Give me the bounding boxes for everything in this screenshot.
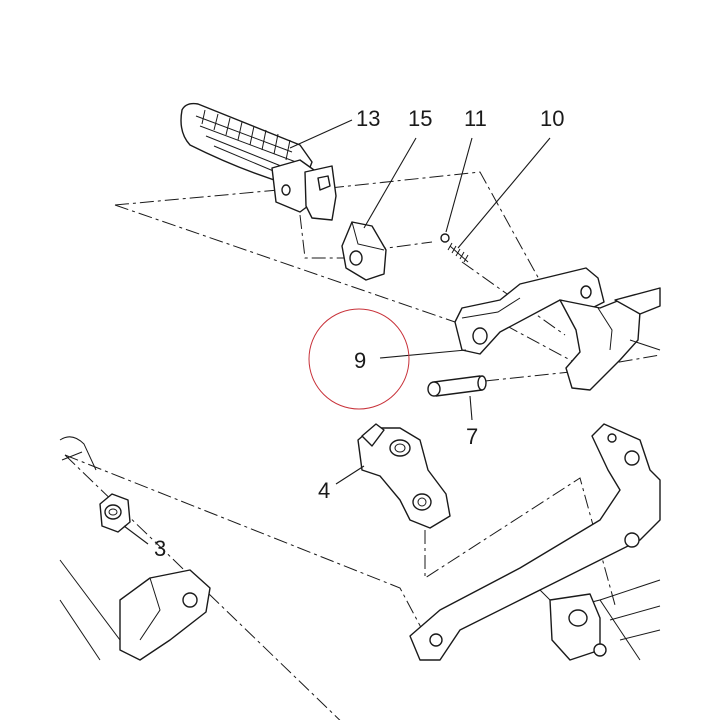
label-9: 9	[354, 348, 366, 373]
label-11: 11	[464, 106, 487, 131]
leader-lines	[123, 119, 551, 545]
label-4: 4	[318, 478, 330, 503]
label-10: 10	[540, 106, 564, 131]
nut-part	[99, 493, 131, 533]
part-labels: 13 15 11 10 9 7 4 3	[154, 106, 564, 561]
stay-bracket-part	[357, 423, 451, 529]
label-13: 13	[356, 106, 380, 131]
assembly-center-lines	[64, 171, 661, 720]
spring-part	[447, 242, 469, 263]
pivot-pin-part	[427, 375, 487, 397]
bracket-part	[454, 267, 661, 391]
detent-ball-part	[440, 233, 450, 243]
frame-right-fragment	[409, 423, 661, 661]
label-15: 15	[408, 106, 432, 131]
frame-left-fragment	[59, 436, 211, 661]
pivot-block-part	[341, 221, 387, 281]
label-7: 7	[466, 424, 478, 449]
footpeg-part	[180, 102, 337, 221]
highlight-circle	[308, 308, 410, 410]
label-3: 3	[154, 536, 166, 561]
